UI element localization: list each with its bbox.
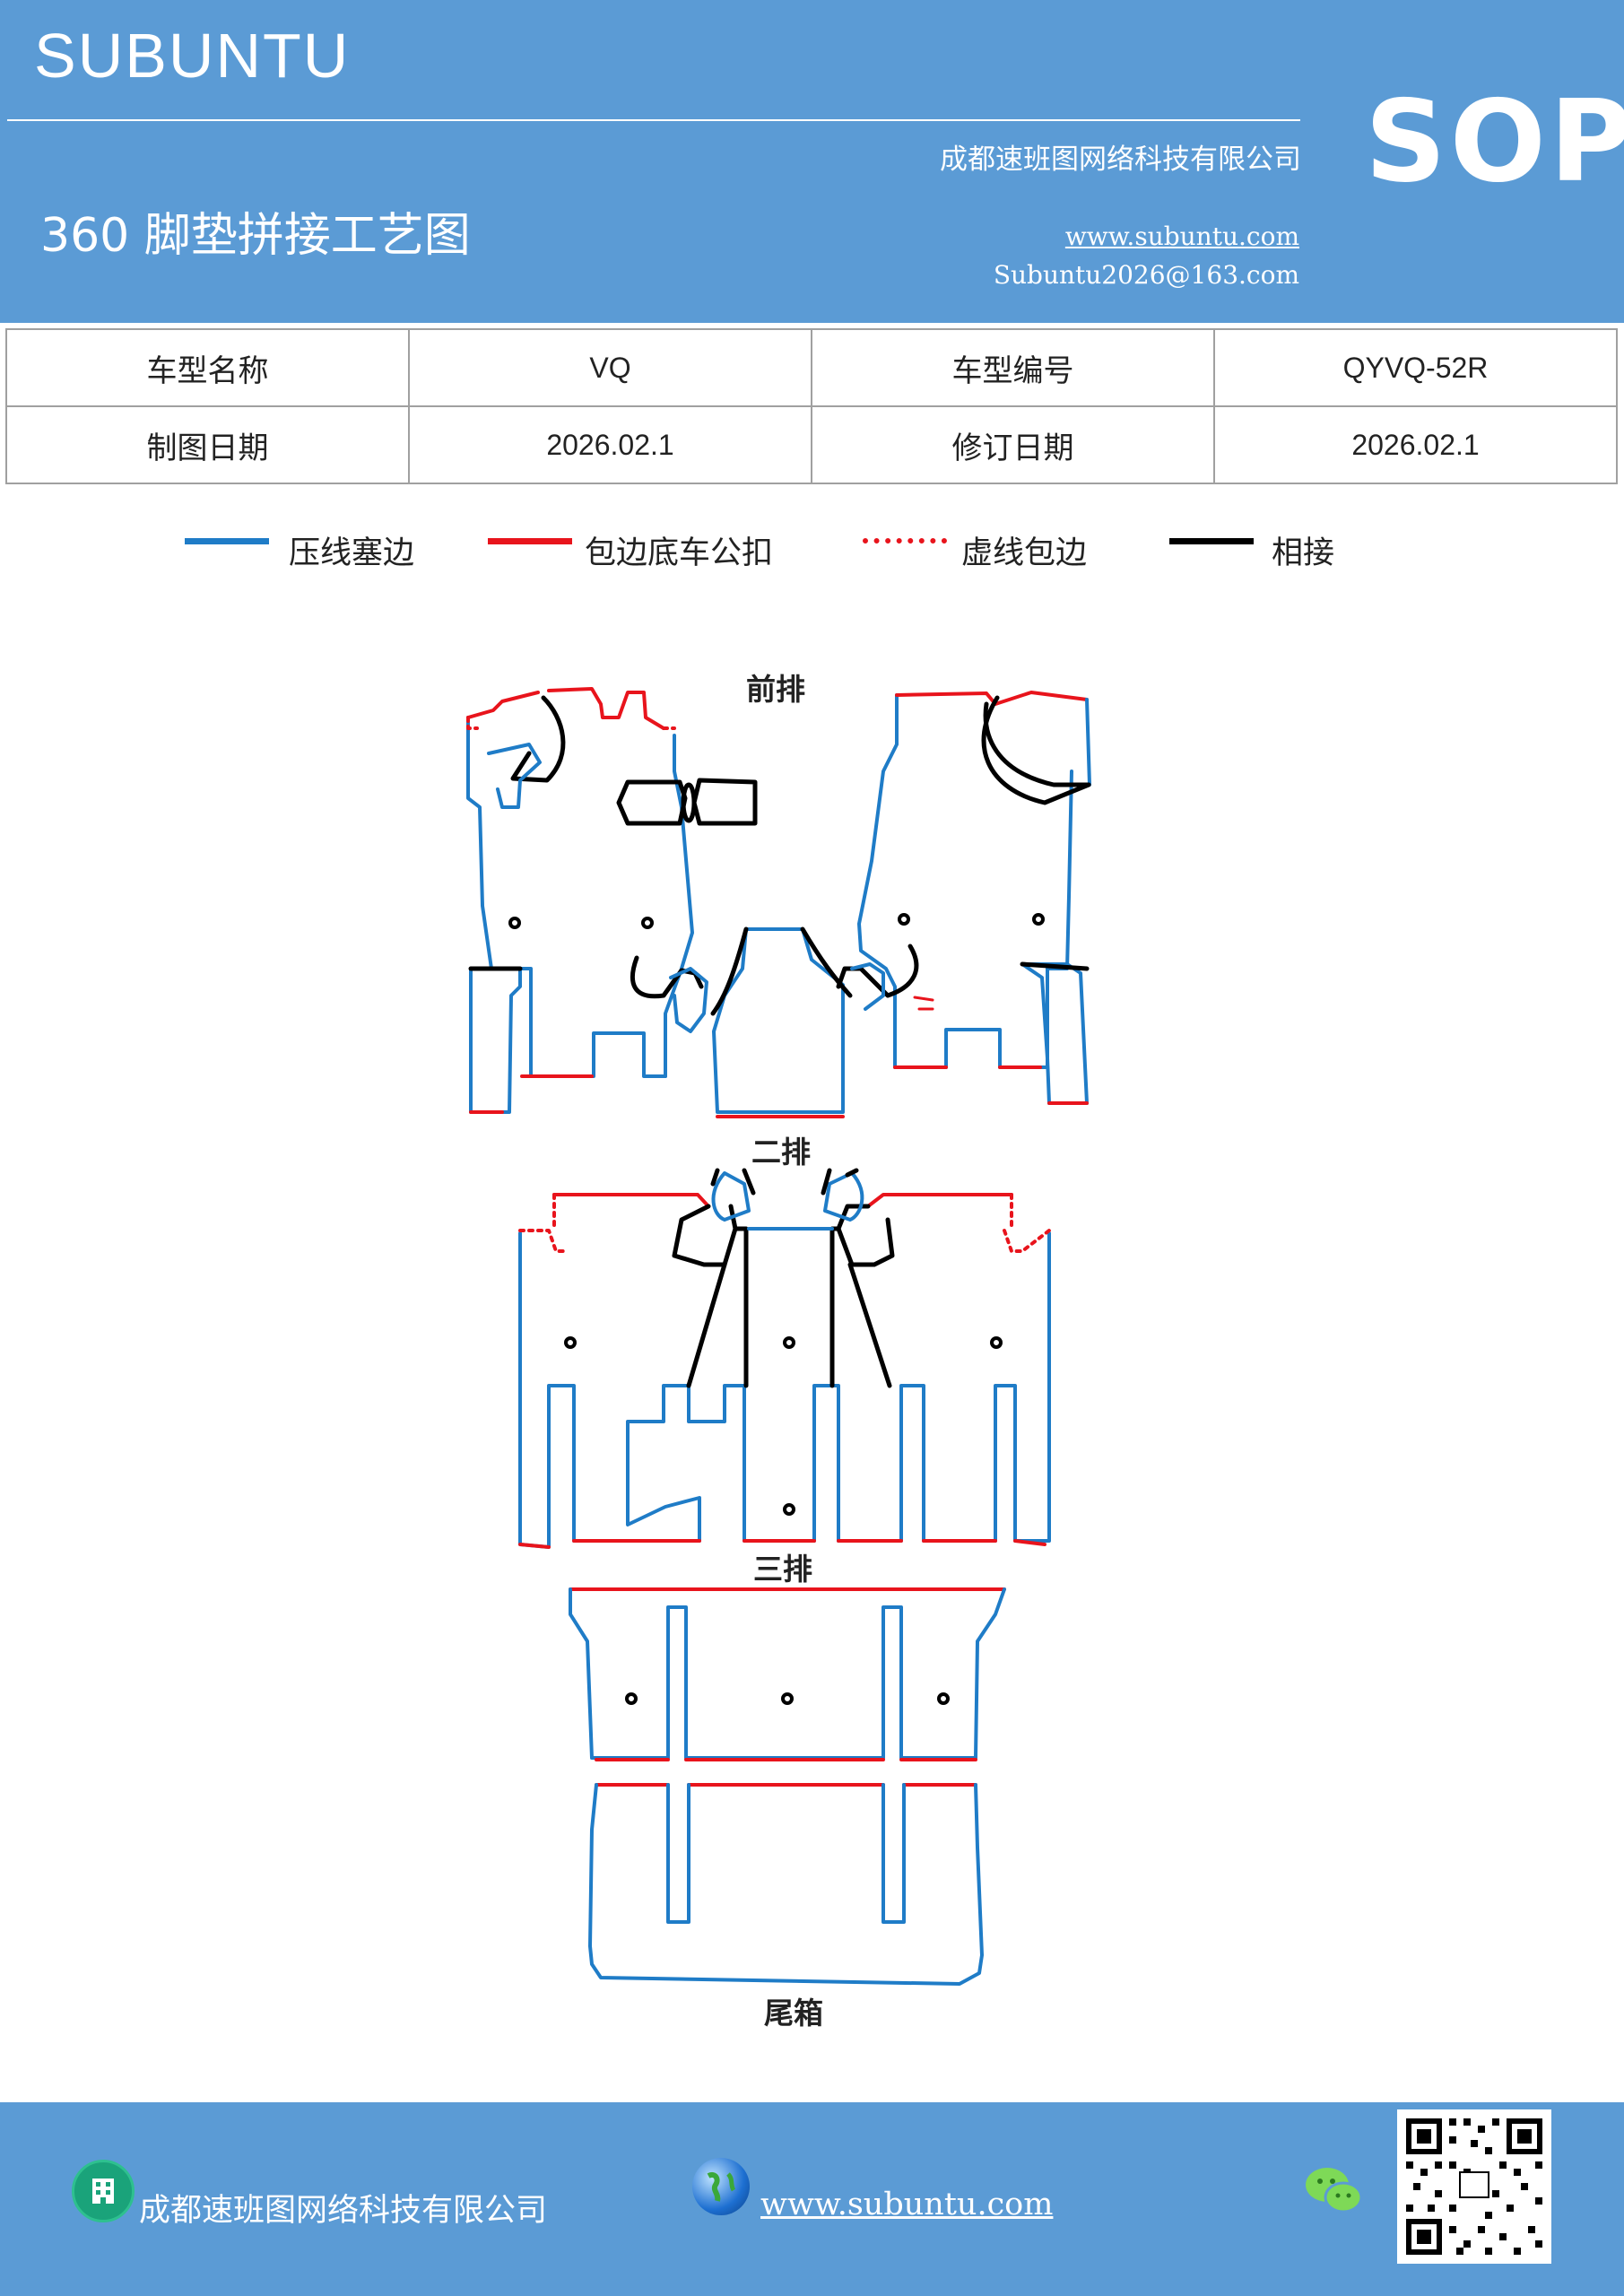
trunk-label: 尾箱 [764,1996,823,2031]
globe-icon [692,2158,750,2215]
legend-label: 压线塞边 [289,535,415,571]
legend-swatch-red-dotted [863,538,947,544]
front-left-mat [466,687,758,1114]
sop-badge: SOP [1365,75,1624,207]
footer-company: 成都速班图网络科技有限公司 [139,2193,548,2229]
model-code-value: QYVQ-52R [1213,328,1618,407]
draw-date-label: 制图日期 [5,405,410,484]
info-table: 车型名称 VQ 车型编号 QYVQ-52R 制图日期 2026.02.1 修订日… [5,328,1618,484]
header-company: 成都速班图网络科技有限公司 [940,144,1301,176]
header-website-link[interactable]: www.subuntu.com [1064,222,1299,251]
header-divider [7,119,1300,121]
legend-label: 虚线包边 [961,535,1088,571]
footer-website-link[interactable]: www.subuntu.com [760,2187,1054,2222]
model-name-value: VQ [408,328,812,407]
header-email: Subuntu2026@163.com [993,260,1299,290]
legend-label: 包边底车公扣 [585,535,774,571]
front-row-label: 前排 [746,672,805,707]
building-icon [72,2160,135,2222]
second-row-mat [518,1168,1051,1549]
legend-label: 相接 [1272,535,1335,571]
model-name-label: 车型名称 [5,328,410,407]
revise-date-label: 修订日期 [811,405,1215,484]
table-row: 制图日期 2026.02.1 修订日期 2026.02.1 [5,405,1618,484]
third-row-mat [569,1587,1006,1761]
model-code-label: 车型编号 [811,328,1215,407]
legend-swatch-red [488,538,572,544]
wechat-icon[interactable] [1302,2163,1365,2217]
legend-swatch-black [1169,538,1254,544]
draw-date-value: 2026.02.1 [408,405,812,484]
revise-date-value: 2026.02.1 [1213,405,1618,484]
front-right-mat [836,691,1091,1105]
legend-swatch-blue [185,538,269,544]
third-row-label: 三排 [753,1552,812,1587]
trunk-mat [588,1783,984,1986]
footer: 成都速班图网络科技有限公司 www.subuntu.com [0,2102,1624,2296]
qr-code [1397,2109,1551,2264]
table-row: 车型名称 VQ 车型编号 QYVQ-52R [5,328,1618,407]
brand-name: SUBUNTU [34,21,351,91]
page-title: 360 脚垫拼接工艺图 [40,209,471,263]
header-banner: SUBUNTU SOP 成都速班图网络科技有限公司 360 脚垫拼接工艺图 ww… [0,0,1624,323]
second-row-label: 二排 [751,1135,811,1170]
front-center-mat [710,926,853,1118]
